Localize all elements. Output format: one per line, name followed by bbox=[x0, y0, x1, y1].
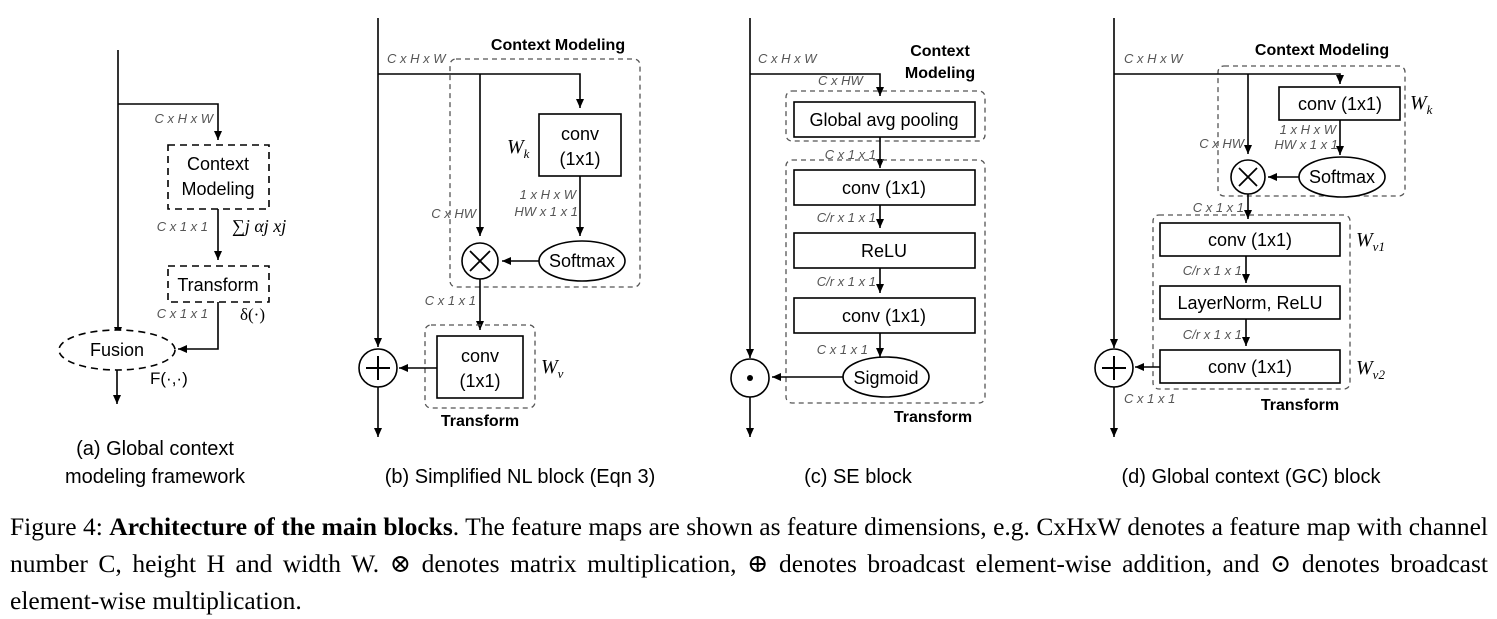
panel-a-dim-out: C x 1 x 1 bbox=[157, 306, 208, 321]
panel-a-global-context-framework: C x H x W Context Modeling C x 1 x 1 ∑j … bbox=[58, 50, 286, 488]
figure-caption: Figure 4: Architecture of the main block… bbox=[10, 508, 1488, 619]
panel-b-transform-title: Transform bbox=[441, 413, 519, 430]
panel-a-transform-label: Transform bbox=[177, 275, 258, 295]
panel-b-transform-region bbox=[424, 324, 536, 409]
panel-a-delta: δ(·) bbox=[240, 305, 265, 324]
panel-c-context-title-1: Context bbox=[910, 43, 970, 60]
panel-a-fusion-label: Fusion bbox=[90, 340, 144, 360]
panel-d-transform-title: Transform bbox=[1261, 397, 1339, 414]
panel-d-dim-in: C x H x W bbox=[1124, 51, 1184, 66]
panel-b-caption: (b) Simplified NL block (Eqn 3) bbox=[385, 466, 655, 488]
panel-b-simplified-nl-block: C x H x W Context Modeling conv (1x1) Wk… bbox=[358, 18, 655, 488]
architecture-figure: C x H x W Context Modeling C x 1 x 1 ∑j … bbox=[58, 18, 1433, 488]
caption-body: . The feature maps are shown as feature … bbox=[10, 512, 1488, 615]
panel-a-fusion-fn: F(·,·) bbox=[150, 369, 188, 388]
panel-c-gap-box bbox=[793, 101, 976, 138]
panel-d-dim-2: C/r x 1 x 1 bbox=[1183, 263, 1242, 278]
panel-d-key-arrow bbox=[1114, 73, 1344, 84]
panel-c-relu-box bbox=[793, 232, 976, 269]
panel-d-wk: Wk bbox=[1410, 92, 1433, 117]
panel-a-transform-arrow bbox=[178, 302, 219, 353]
panel-d-conv-k-box bbox=[1278, 86, 1401, 121]
panel-c-dim-in: C x H x W bbox=[758, 51, 818, 66]
panel-c-dim-chw: C x HW bbox=[818, 73, 865, 88]
panel-c-transform-region bbox=[785, 159, 986, 404]
panel-d-dim-out: C x 1 x 1 bbox=[1124, 391, 1175, 406]
panel-c-elementwise-mult-icon-dot bbox=[747, 375, 753, 381]
panel-c-gap-label: Global avg pooling bbox=[809, 110, 958, 130]
panel-a-transform-box bbox=[167, 265, 270, 303]
panel-c-dim-1: C x 1 x 1 bbox=[825, 147, 876, 162]
panel-a-dim-mid: C x 1 x 1 bbox=[157, 219, 208, 234]
panel-b-dim-chw: C x HW bbox=[431, 206, 478, 221]
panel-b-dim-in: C x H x W bbox=[387, 51, 447, 66]
panel-a-caption-1: (a) Global context bbox=[76, 438, 234, 460]
panel-c-caption: (c) SE block bbox=[804, 466, 913, 488]
panel-c-transform-title: Transform bbox=[894, 409, 972, 426]
panel-b-matmul-icon-stroke-2 bbox=[469, 250, 491, 272]
panel-b-key-arrow bbox=[378, 73, 584, 108]
panel-b-wv: Wv bbox=[541, 356, 564, 381]
panel-d-gc-block: C x H x W Context Modeling conv (1x1) Wk… bbox=[1094, 18, 1433, 488]
panel-a-sum-formula: ∑j αj xj bbox=[232, 216, 286, 236]
panel-b-conv-v-2: (1x1) bbox=[459, 371, 500, 391]
panel-c-se-block: C x H x W C x HW Context Modeling Global… bbox=[730, 18, 986, 488]
panel-d-wv2: Wv2 bbox=[1356, 357, 1385, 382]
panel-b-dim-attn-2: HW x 1 x 1 bbox=[514, 204, 578, 219]
panel-d-conv-v1-label: conv (1x1) bbox=[1208, 230, 1292, 250]
panel-d-context-region bbox=[1217, 65, 1406, 197]
caption-prefix: Figure 4: bbox=[10, 512, 110, 541]
panel-d-conv-v2-box bbox=[1159, 349, 1341, 384]
panel-c-conv1-label: conv (1x1) bbox=[842, 178, 926, 198]
panel-c-context-region bbox=[785, 90, 986, 142]
panel-c-dim-4: C x 1 x 1 bbox=[817, 342, 868, 357]
panel-d-layernorm-label: LayerNorm, ReLU bbox=[1177, 293, 1322, 313]
panel-c-conv2-label: conv (1x1) bbox=[842, 306, 926, 326]
panel-c-branch-arrow bbox=[750, 73, 884, 96]
panel-d-dim-3: C/r x 1 x 1 bbox=[1183, 327, 1242, 342]
panel-a-branch-arrow bbox=[118, 103, 222, 140]
panel-c-conv1-box bbox=[793, 169, 976, 206]
panel-a-context-label-2: Modeling bbox=[181, 179, 254, 199]
panel-c-dim-2: C/r x 1 x 1 bbox=[817, 210, 876, 225]
panel-a-context-box bbox=[167, 144, 270, 210]
panel-d-transform-region bbox=[1152, 214, 1351, 390]
panel-b-softmax-label: Softmax bbox=[549, 251, 615, 271]
panel-c-sigmoid-label: Sigmoid bbox=[853, 368, 918, 388]
panel-d-dim-attn-1: 1 x H x W bbox=[1280, 122, 1338, 137]
panel-d-context-title: Context Modeling bbox=[1255, 42, 1389, 59]
panel-b-wk: Wk bbox=[507, 136, 530, 161]
panel-a-context-label-1: Context bbox=[187, 154, 249, 174]
panel-d-conv-k-label: conv (1x1) bbox=[1298, 94, 1382, 114]
panel-d-dim-attn-2: HW x 1 x 1 bbox=[1274, 137, 1338, 152]
panel-b-conv-k-box bbox=[538, 113, 622, 177]
panel-a-caption-2: modeling framework bbox=[65, 466, 246, 488]
caption-title: Architecture of the main blocks bbox=[109, 512, 453, 541]
panel-d-conv-v1-box bbox=[1159, 222, 1341, 257]
panel-b-conv-k-1: conv bbox=[561, 124, 599, 144]
panel-b-context-title: Context Modeling bbox=[491, 37, 625, 54]
panel-b-dim-attn-1: 1 x H x W bbox=[520, 187, 578, 202]
panel-d-softmax-label: Softmax bbox=[1309, 167, 1375, 187]
panel-d-dim-chw: C x HW bbox=[1199, 136, 1246, 151]
panel-d-caption: (d) Global context (GC) block bbox=[1122, 466, 1382, 488]
panel-c-context-title-2: Modeling bbox=[905, 65, 975, 82]
panel-d-wv1: Wv1 bbox=[1356, 229, 1385, 254]
panel-b-dim-ctx: C x 1 x 1 bbox=[425, 293, 476, 308]
panel-d-layernorm-box bbox=[1159, 285, 1341, 320]
panel-b-conv-v-1: conv bbox=[461, 346, 499, 366]
panel-a-dim-in: C x H x W bbox=[155, 111, 215, 126]
panel-b-conv-v-box bbox=[436, 335, 524, 399]
panel-b-conv-k-2: (1x1) bbox=[559, 149, 600, 169]
panel-d-dim-ctx: C x 1 x 1 bbox=[1193, 200, 1244, 215]
panel-c-conv2-box bbox=[793, 297, 976, 334]
panel-c-relu-label: ReLU bbox=[861, 241, 907, 261]
panel-d-conv-v2-label: conv (1x1) bbox=[1208, 357, 1292, 377]
panel-c-dim-3: C/r x 1 x 1 bbox=[817, 274, 876, 289]
panel-d-matmul-icon-stroke-2 bbox=[1238, 167, 1258, 187]
